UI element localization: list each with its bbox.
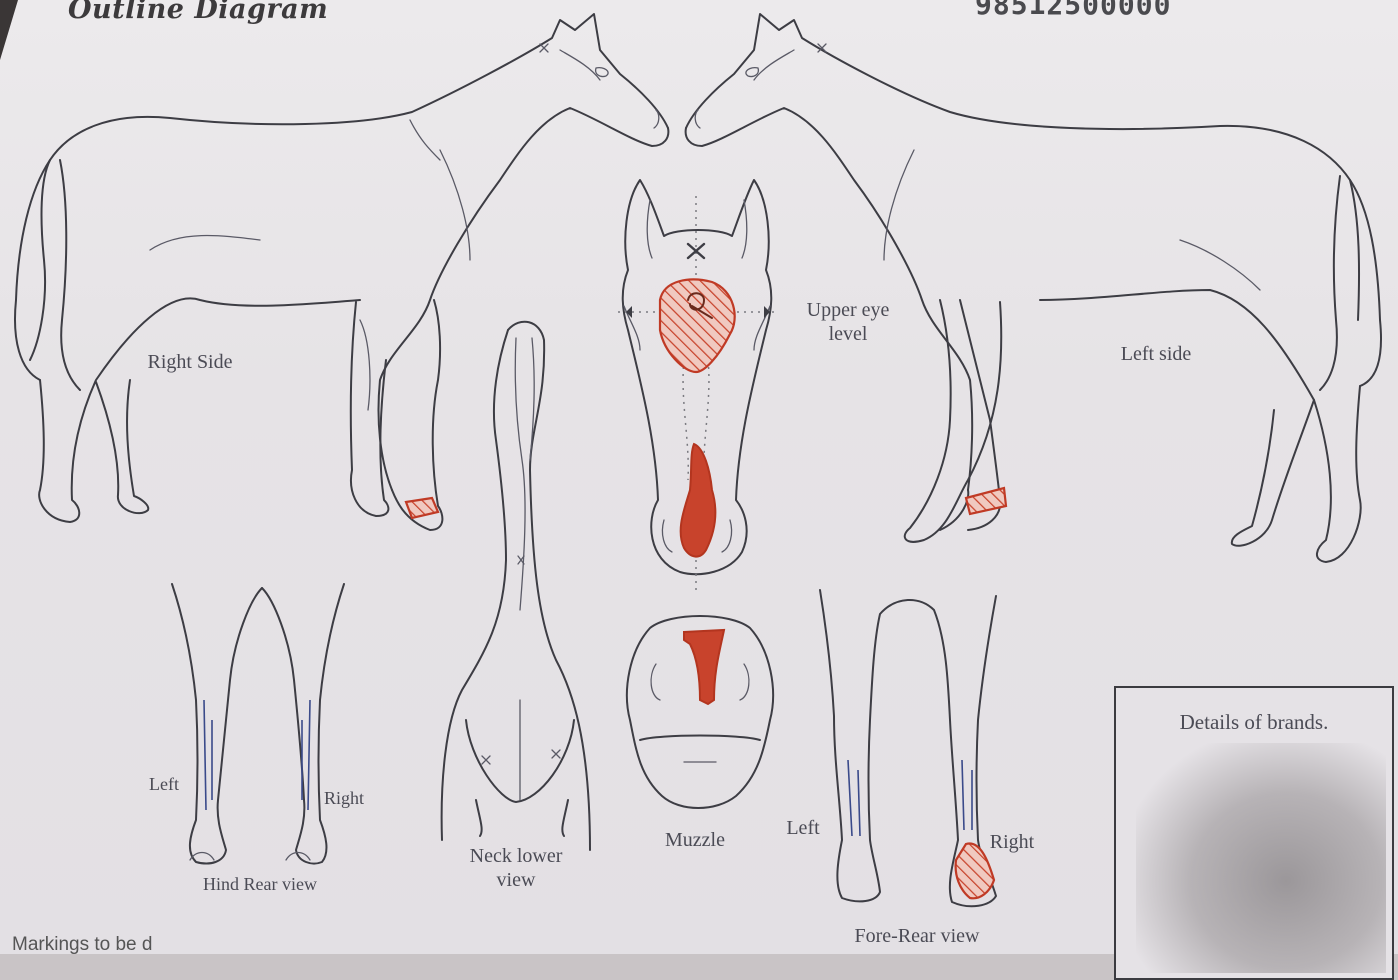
label-neck-lower-view: Neck lower view <box>462 844 570 892</box>
box-shadow-smudge <box>1136 743 1386 973</box>
label-hind-rear-view: Hind Rear view <box>186 872 334 896</box>
brands-details-box: Details of brands. <box>1114 686 1394 980</box>
brands-box-title: Details of brands. <box>1116 710 1392 735</box>
identification-sheet: Outline Diagram 98512500000 Right Side L… <box>0 0 1398 954</box>
right-side-horse-outline <box>15 14 668 530</box>
label-hind-right: Right <box>318 786 370 810</box>
label-fore-rear-view: Fore-Rear view <box>832 924 1002 948</box>
neck-lower-view-outline <box>442 322 590 850</box>
stripe-marking <box>681 444 716 557</box>
label-left-side: Left side <box>1096 342 1216 366</box>
label-fore-left: Left <box>780 816 826 840</box>
label-right-side: Right Side <box>130 350 250 374</box>
id-number: 98512500000 <box>975 0 1171 21</box>
right-side-hind-marking <box>406 498 438 518</box>
muzzle-marking <box>684 630 724 704</box>
label-hind-left: Left <box>144 772 184 796</box>
label-muzzle: Muzzle <box>650 828 740 852</box>
label-upper-eye-level: Upper eye level <box>796 298 900 346</box>
footer-note: Markings to be d <box>12 934 152 956</box>
page-title: Outline Diagram <box>68 0 328 25</box>
left-side-horse-outline <box>686 14 1381 562</box>
label-fore-right: Right <box>984 830 1040 854</box>
hind-rear-view-outline <box>172 584 344 864</box>
